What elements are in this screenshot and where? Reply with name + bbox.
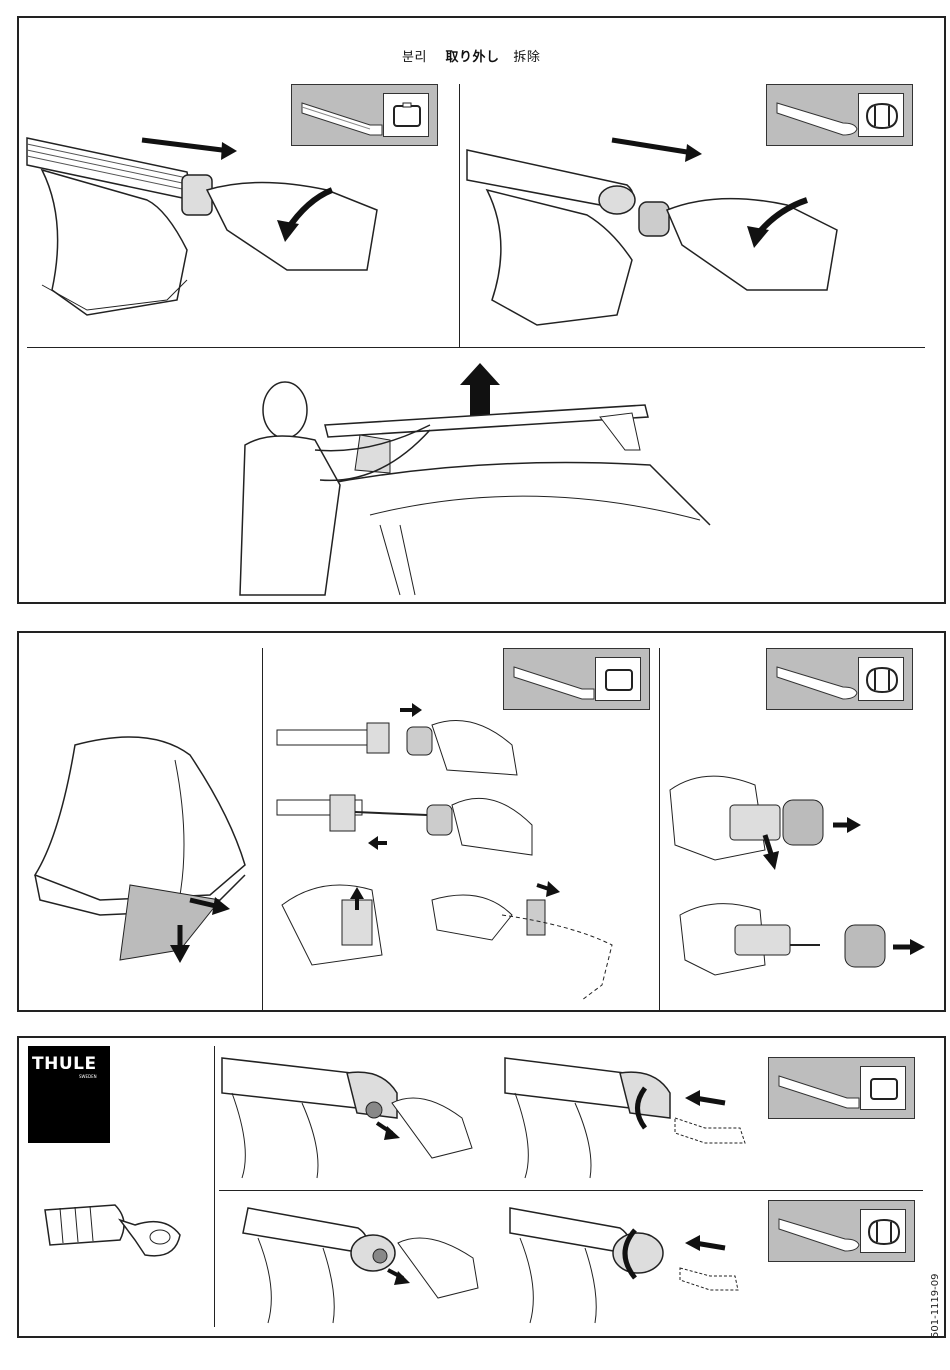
section-title: 분리 取り外し 拆除 xyxy=(402,46,540,65)
square-endcap-removal-illustration xyxy=(27,120,457,345)
divider-vertical-2a xyxy=(262,648,263,1010)
foot-pad-release-illustration xyxy=(30,725,255,970)
aero-bar-icon xyxy=(777,1209,861,1253)
square-profile-icon xyxy=(860,1066,906,1110)
aero-bar-removal-steps-illustration xyxy=(665,765,940,990)
title-japanese: 取り外し xyxy=(445,50,499,65)
square-bar-badge-3 xyxy=(768,1057,915,1119)
square-profile-icon xyxy=(595,657,641,701)
lock-cylinder-key-icon xyxy=(35,1195,185,1270)
aero-bar-icon xyxy=(775,93,859,137)
square-bar-removal-steps-illustration xyxy=(272,715,652,1005)
aero-lock-remove-illustration xyxy=(238,1198,488,1328)
aero-endcap-removal-illustration xyxy=(467,140,927,345)
divider-horizontal-3 xyxy=(219,1190,923,1191)
square-bar-icon xyxy=(512,657,596,701)
lift-bar-off-roof-illustration xyxy=(230,355,730,600)
thule-logo-text: THULE xyxy=(32,1054,97,1074)
aero-bar-icon xyxy=(775,657,859,701)
title-chinese: 拆除 xyxy=(513,50,540,65)
aero-profile-icon xyxy=(858,657,904,701)
square-bar-badge-2 xyxy=(503,648,650,710)
divider-vertical xyxy=(459,84,460,347)
document-number: 501-1119-09 xyxy=(930,1274,941,1338)
square-lock-remove-illustration xyxy=(222,1048,482,1183)
aero-profile-icon xyxy=(858,93,904,137)
aero-bar-badge-3 xyxy=(768,1200,915,1262)
aero-bar-badge xyxy=(766,84,913,146)
aero-lock-insert-illustration xyxy=(510,1198,760,1328)
thule-logo-subtext: SWEDEN xyxy=(79,1074,97,1079)
aero-profile-icon xyxy=(860,1209,906,1253)
square-bar-icon xyxy=(777,1066,861,1110)
divider-vertical-3 xyxy=(214,1046,215,1327)
thule-logo: THULE SWEDEN xyxy=(28,1046,110,1143)
aero-bar-badge-2 xyxy=(766,648,913,710)
square-lock-insert-illustration xyxy=(505,1048,765,1183)
title-korean: 분리 xyxy=(402,50,427,65)
divider-vertical-2b xyxy=(659,648,660,1010)
divider-horizontal xyxy=(27,347,925,348)
